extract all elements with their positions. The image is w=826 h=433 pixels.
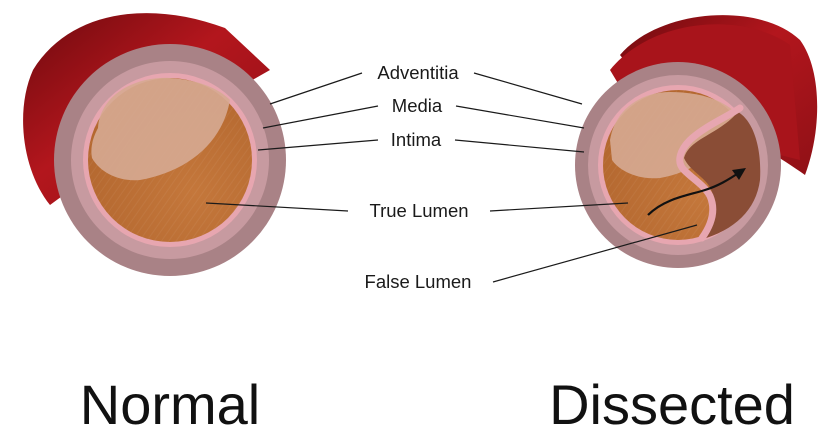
leader-adventitia-right: [474, 73, 582, 104]
leader-intima-right: [455, 140, 584, 152]
dissected-vessel: [575, 15, 817, 268]
label-true-lumen: True Lumen: [369, 200, 468, 221]
label-false-lumen: False Lumen: [365, 271, 472, 292]
structure-labels: Adventitia Media Intima True Lumen False…: [365, 62, 472, 292]
leader-media-right: [456, 106, 584, 128]
label-intima: Intima: [391, 129, 442, 150]
caption-normal: Normal: [80, 373, 260, 433]
label-adventitia: Adventitia: [377, 62, 459, 83]
label-media: Media: [392, 95, 443, 116]
leader-media-left: [263, 106, 378, 128]
normal-vessel: [23, 2, 286, 276]
caption-dissected: Dissected: [549, 373, 795, 433]
leader-adventitia-left: [270, 73, 362, 104]
